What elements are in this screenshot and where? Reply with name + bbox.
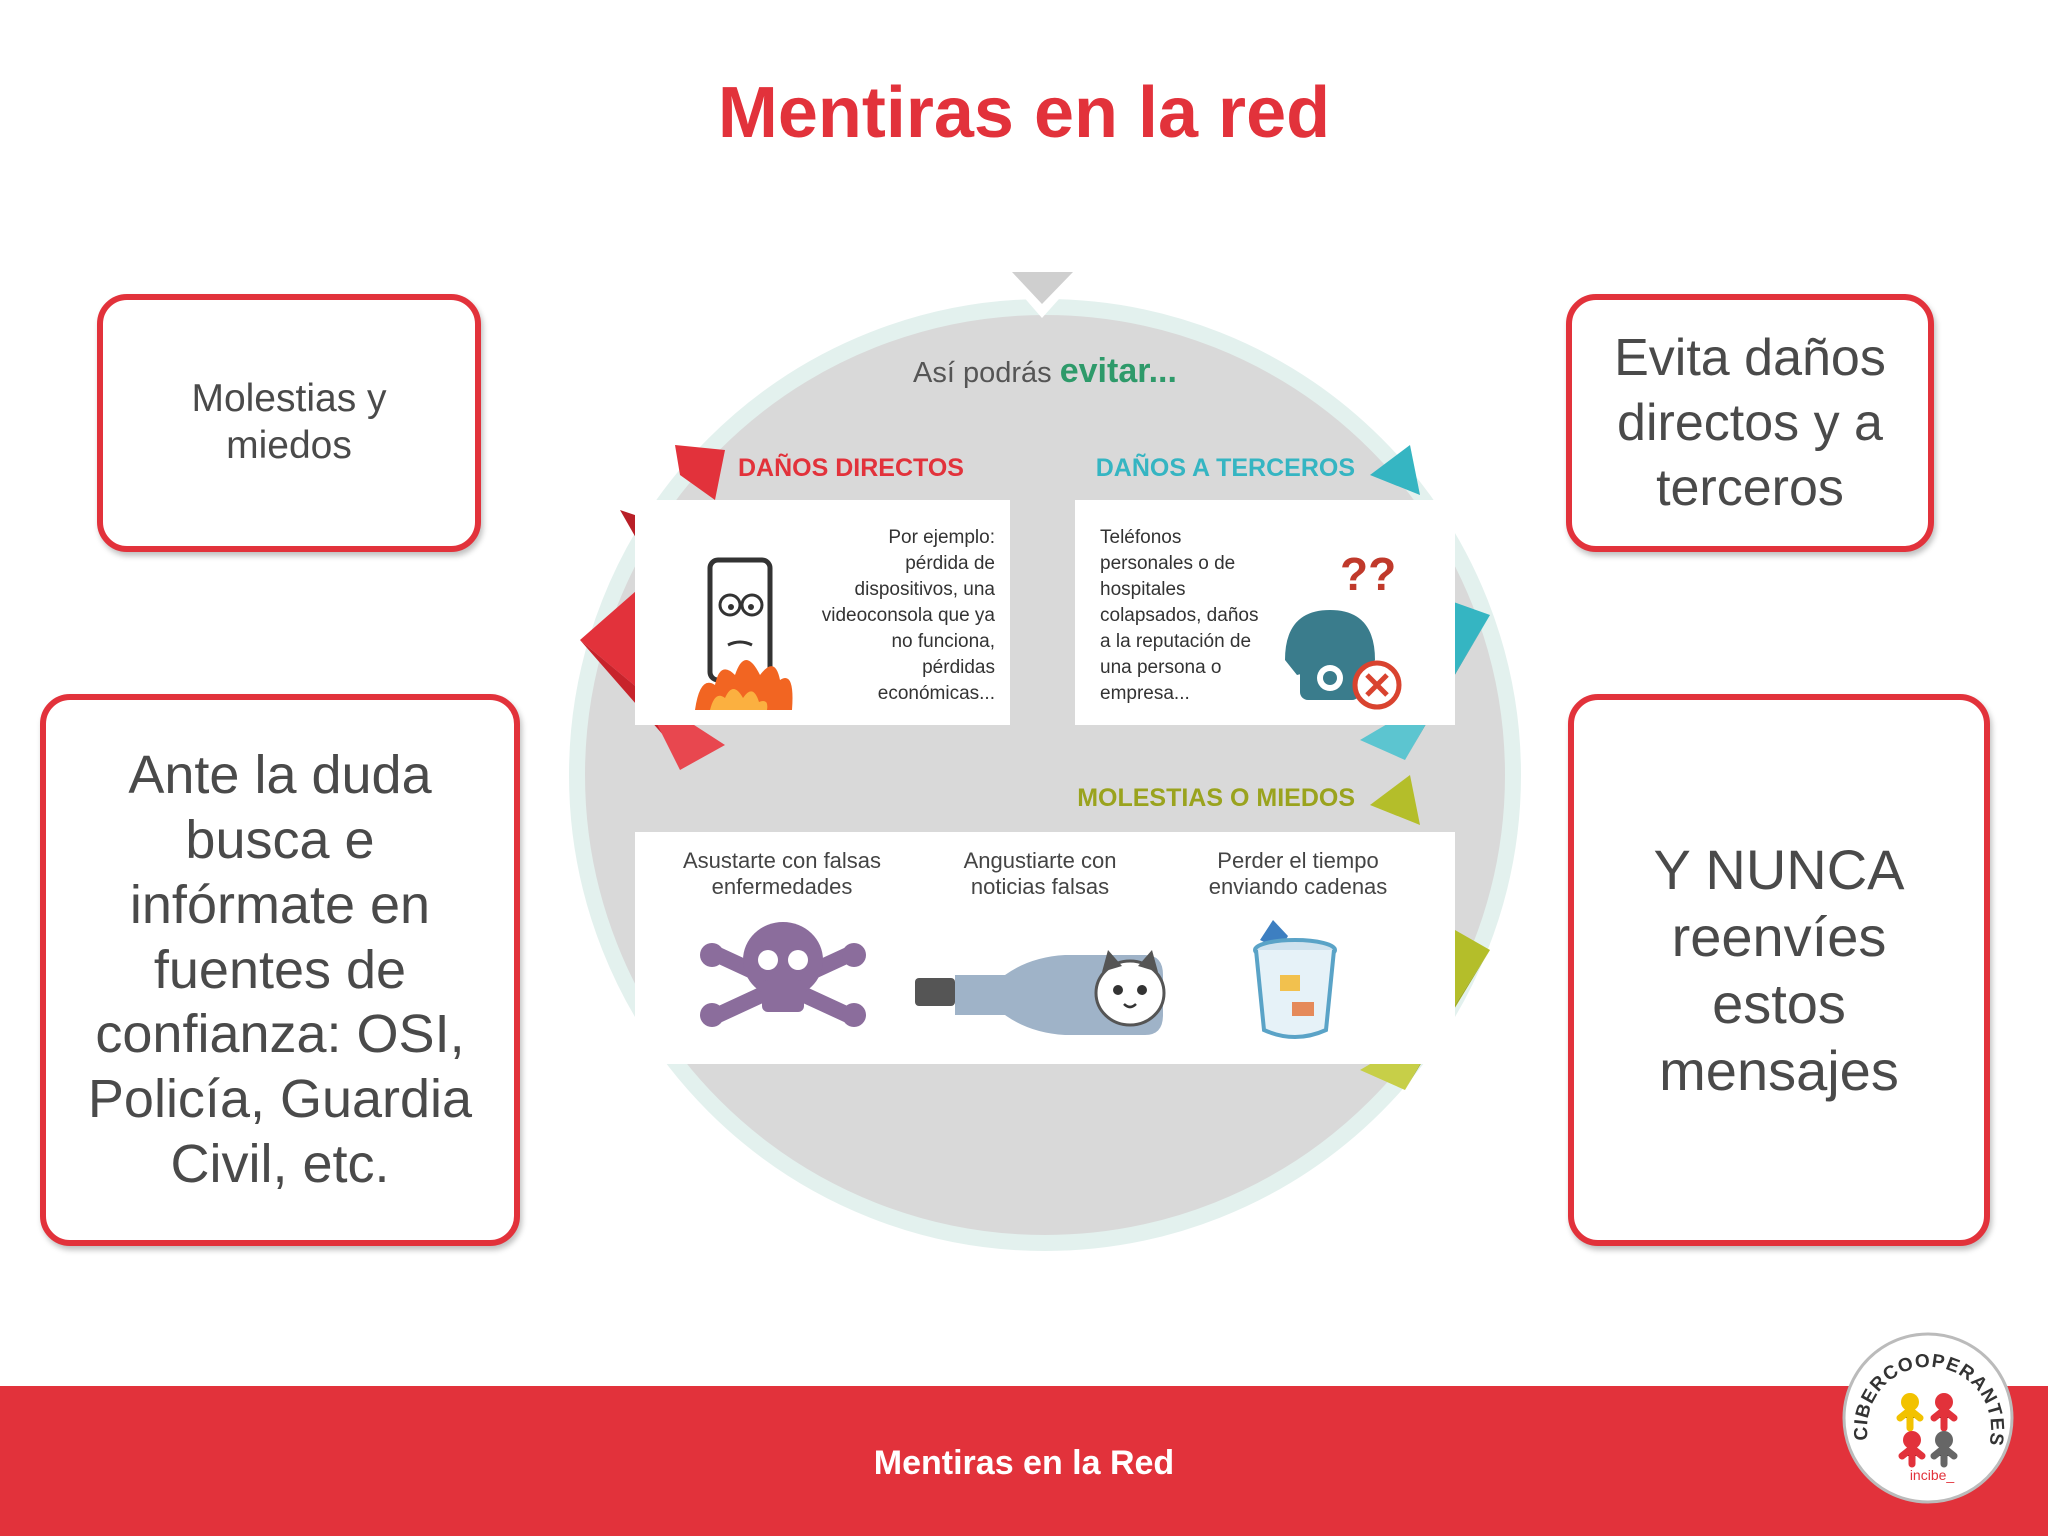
footer-title: Mentiras en la Red (873, 1444, 1175, 1482)
cibercooperantes-logo: CIBERCOOPERANTES incibe_ (1842, 1332, 2014, 1504)
danos-terceros-line: personales o de (1100, 553, 1235, 574)
molestia-item-label: Asustarte con falsas (683, 848, 881, 873)
molestia-item-label: Angustiarte con (964, 848, 1117, 873)
callout-ante-la-duda: Ante la duda busca e infórmate en fuente… (40, 694, 520, 1246)
skull-crossbones-icon (700, 922, 866, 1027)
callout-molestias-text: Molestias y miedos (191, 377, 387, 467)
danos-directos-line: pérdida de (905, 553, 995, 574)
footer-bar (0, 1386, 2048, 1536)
figures-icon (1896, 1393, 1958, 1468)
slide-title: Mentiras en la red (717, 73, 1331, 153)
logo-subtext: incibe_ (1910, 1467, 1955, 1483)
message-bottle-icon (915, 950, 1166, 1035)
callout-evita-danos: Evita daños directos y a terceros (1566, 294, 1934, 552)
danos-directos-line: Por ejemplo: (888, 527, 995, 548)
molestia-item-label: enviando cadenas (1209, 874, 1388, 899)
danos-terceros-line: Teléfonos (1100, 527, 1181, 548)
callout-nunca-reenvies-text: Y NUNCA reenvíes estos mensajes (1653, 837, 1905, 1103)
danos-directos-panel (635, 500, 1010, 725)
danos-terceros-description: Teléfonos personales o de hospitales col… (1100, 527, 1258, 704)
intro-prefix: Así podrás (913, 357, 1060, 389)
background-circle (569, 299, 1521, 1251)
danos-terceros-line: colapsados, daños (1100, 605, 1258, 626)
danos-directos-description: Por ejemplo: pérdida de dispositivos, un… (822, 527, 996, 704)
top-notch-inner (1012, 272, 1073, 304)
callout-evita-danos-text: Evita daños directos y a terceros (1614, 328, 1886, 517)
callout-molestias: Molestias y miedos (97, 294, 481, 552)
infographic: Así podrás evitar... DAÑOS DIRECTOS DAÑO… (569, 270, 1521, 1251)
danos-terceros-line: a la reputación de (1100, 631, 1251, 652)
danos-directos-heading: DAÑOS DIRECTOS (738, 452, 964, 482)
danos-directos-line: pérdidas (922, 657, 995, 678)
danos-directos-line: no funciona, (891, 631, 995, 652)
broken-phone-icon (695, 557, 793, 710)
molestias-items: Asustarte con falsas enfermedades Angust… (683, 848, 1387, 899)
molestia-item-label: enfermedades (712, 874, 853, 899)
question-marks-icon: ?? (1340, 548, 1396, 600)
danos-directos-line: económicas... (878, 683, 995, 704)
danos-directos-line: videoconsola que ya (822, 605, 996, 626)
callout-ante-la-duda-text: Ante la duda busca e infórmate en fuente… (87, 745, 473, 1194)
molestia-item-label: Perder el tiempo (1217, 848, 1378, 873)
molestias-heading: MOLESTIAS O MIEDOS (1077, 784, 1355, 812)
intro-text: Así podrás evitar... (913, 352, 1177, 390)
danos-terceros-line: una persona o (1100, 657, 1222, 678)
danos-directos-line: dispositivos, una (855, 579, 996, 600)
trash-bin-icon (1253, 920, 1337, 1039)
danos-terceros-heading: DAÑOS A TERCEROS (1096, 452, 1355, 482)
molestia-item-label: noticias falsas (971, 874, 1109, 899)
callout-nunca-reenvies: Y NUNCA reenvíes estos mensajes (1568, 694, 1990, 1246)
intro-emphasis: evitar... (1060, 352, 1177, 390)
danos-terceros-line: hospitales (1100, 579, 1186, 600)
danos-terceros-line: empresa... (1100, 683, 1190, 704)
telephone-error-icon: ?? (1285, 548, 1402, 710)
